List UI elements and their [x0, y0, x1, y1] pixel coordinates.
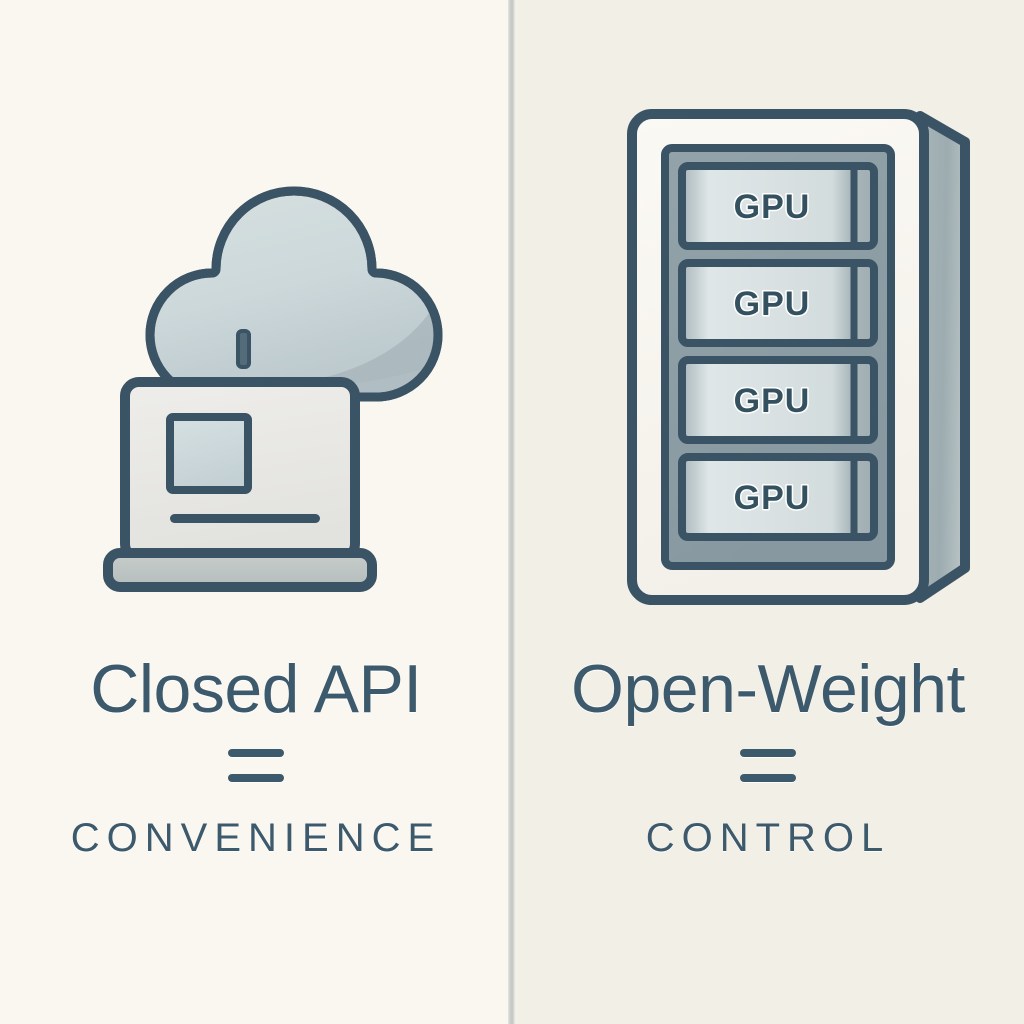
- gpu-slot: GPU: [678, 162, 878, 250]
- laptop-base-icon: [103, 548, 377, 592]
- laptop-icon: [103, 377, 377, 592]
- server-rack-icon: GPU GPU GPU GPU: [627, 109, 970, 605]
- closed-api-caption: Closed API CONVENIENCE: [0, 655, 512, 861]
- gpu-slot-label: GPU: [734, 479, 811, 517]
- right-title: Open-Weight: [571, 651, 965, 727]
- laptop-screen-icon: [166, 413, 252, 494]
- right-subtitle: CONTROL: [645, 816, 891, 860]
- left-title: Closed API: [90, 651, 422, 727]
- gpu-slot-label: GPU: [734, 285, 811, 323]
- gpu-slot-label: GPU: [734, 382, 811, 420]
- left-equals-icon: [228, 749, 284, 782]
- gpu-slot: GPU: [678, 453, 878, 541]
- panel-divider: [508, 0, 515, 1024]
- closed-api-artwork: [80, 105, 443, 605]
- gpu-slot: GPU: [678, 259, 878, 347]
- connector-icon: [236, 329, 251, 369]
- open-weight-caption: Open-Weight CONTROL: [512, 655, 1024, 861]
- right-equals-icon: [740, 749, 796, 782]
- laptop-line-icon: [170, 514, 320, 523]
- gpu-slot-label: GPU: [734, 188, 811, 226]
- gpu-slot: GPU: [678, 356, 878, 444]
- left-subtitle: CONVENIENCE: [70, 816, 442, 860]
- open-weight-artwork: GPU GPU GPU GPU: [620, 98, 990, 618]
